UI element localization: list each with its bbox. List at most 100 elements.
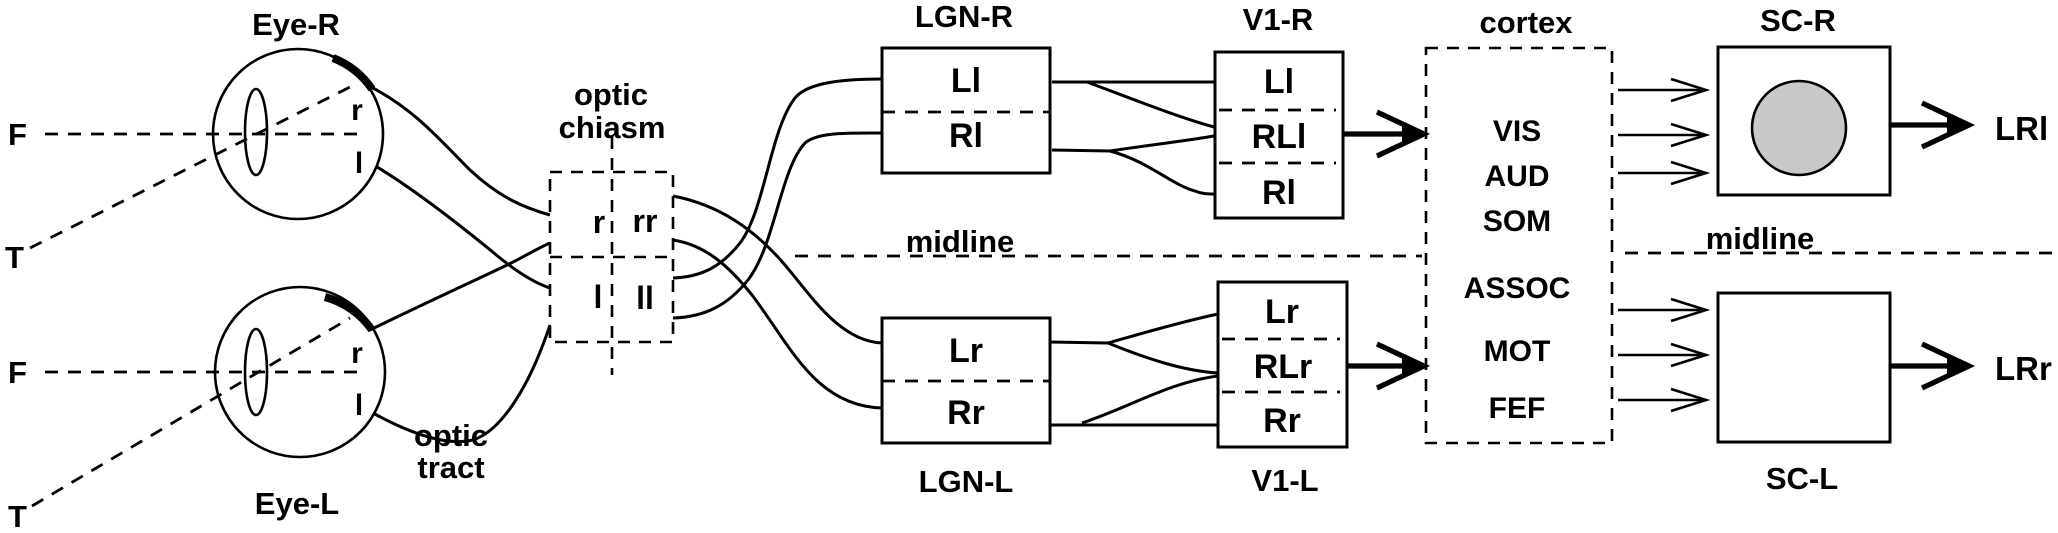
optic-tract-label-line2: tract [417,450,484,485]
fiber-rl-out [1051,148,1111,153]
eye-r-f-label: F [8,117,27,152]
lgnl-to-v1l-fibers [1049,312,1219,427]
sc-r-box [1716,45,1892,197]
chiasm-title-line1: optic [574,77,648,112]
midline-left-label: midline [906,224,1015,259]
eye-l-retina-r-label: r [351,337,363,370]
eye-r-lens [243,87,269,177]
eye-l-t-ray [31,316,351,508]
eye-r-t-label: T [5,240,24,275]
v1-r-group: V1-R Ll RLl Rl [1213,2,1345,220]
eye-l-f-label: F [8,355,27,390]
cortex-area-som: SOM [1483,205,1551,238]
v1-r-title: V1-R [1243,2,1314,37]
eye-l-retina-patch [323,293,376,333]
midline-right-label: midline [1706,221,1815,256]
optic-nerve-fibers [369,85,552,444]
arrow1-head [1670,77,1711,103]
optic-chiasm-group: optic chiasm r rr l ll [548,77,675,375]
eye-r-t-ray [29,84,353,250]
sc-l-output-label: LRr [1995,350,2052,387]
lgn-l-group: Lr Rr LGN-L [880,316,1052,499]
sc-r-group: SC-R LRl [1716,3,2048,197]
cortex-area-fef: FEF [1489,392,1546,425]
chiasm-q-ll: ll [636,280,654,316]
chiasm-q-r: r [593,204,605,240]
eye-r-fiber-temporal [370,85,551,217]
scr-arrow-tip [1947,115,1972,135]
fiber-ll-to-lgnr-ll [672,77,883,280]
cortex-box [1424,46,1614,445]
sc-r-output-label: LRl [1995,110,2048,147]
v1-l-row-rr: Rr [1263,402,1301,440]
v1l-to-cortex-arrow [1347,341,1431,391]
v1-l-row-rlr: RLr [1254,348,1313,386]
midline-left-group: midline [795,224,1422,259]
eye-r-fiber-nasal [376,165,551,290]
arrow6-head [1670,387,1711,413]
cortex-area-aud: AUD [1485,160,1550,193]
v1l-arrow-tip [1402,356,1427,376]
scl-arrow-tip [1947,356,1972,376]
fiber-rl-to-rll [1109,134,1215,153]
fiber-rl-to-rl [1109,149,1215,196]
cortex-area-assoc: ASSOC [1464,272,1571,305]
fiber-lr-to-lr [1107,312,1219,345]
cortex-area-vis: VIS [1493,115,1541,148]
cortex-group: cortex VIS AUD SOM ASSOC MOT FEF [1424,5,1614,445]
fiber-lr-to-rlr [1107,341,1219,375]
lgn-r-group: LGN-R Ll Rl [880,0,1052,175]
eye-l-fiber-nasal [372,324,552,444]
lgn-r-title: LGN-R [915,0,1013,34]
eye-r-retina-r-label: r [351,94,363,127]
arrow5-head [1670,342,1711,368]
eye-l-retina-l-label: l [355,389,363,422]
sc-l-box [1716,291,1892,444]
eye-l-lens [243,327,269,417]
lgn-l-row-lr: Lr [949,332,983,370]
fiber-ll-to-rll [1086,80,1215,129]
fiber-rr-to-lgnl-lr [672,194,883,345]
v1-l-group: Lr RLr Rr V1-L [1216,280,1349,498]
cortex-to-scl-arrows [1618,297,1711,413]
sc-r-title: SC-R [1760,3,1836,38]
sc-l-group: SC-L LRr [1716,291,2052,496]
eye-l-fiber-temporal [369,241,551,332]
v1-r-row-ll: Ll [1264,63,1294,101]
chiasm-q-rr: rr [633,203,658,239]
fiber-rr-to-lgnl-rr [672,238,883,410]
v1-r-row-rl: Rl [1262,174,1296,212]
cortex-area-mot: MOT [1484,335,1551,368]
v1-r-row-rll: RLl [1252,118,1307,156]
fiber-rr-to-rlr [1081,374,1219,425]
arrow3-head [1670,160,1711,186]
eye-r-retina-l-label: l [355,147,363,180]
v1-l-title: V1-L [1251,463,1318,498]
arrow4-head [1670,297,1711,323]
arrow2-head [1670,122,1711,148]
chiasm-q-l: l [594,279,603,315]
fiber-lr-out [1049,340,1109,345]
fiber-ll-to-lgnr-rl [672,131,883,320]
lgn-r-row-ll: Ll [951,62,981,100]
lgn-l-row-rr: Rr [947,394,985,432]
v1-l-row-lr: Lr [1265,293,1299,331]
lgnr-to-v1r-fibers [1051,80,1215,196]
optic-tract-label-line1: optic [414,418,488,453]
optic-tract-label: optic tract [414,418,488,485]
midline-right-group: midline [1625,221,2058,256]
eye-r-retina-patch [331,54,376,92]
sc-l-title: SC-L [1766,461,1838,496]
sc-r-activity-circle [1750,79,1848,177]
eye-r-title: Eye-R [252,7,340,42]
eye-r-group: Eye-R F T r l [5,7,385,275]
eye-l-group: Eye-L F T r l [8,285,387,533]
chiasm-to-lgn-fibers [672,77,883,410]
eye-l-title: Eye-L [255,486,339,521]
cortex-title: cortex [1479,5,1573,40]
eye-l-t-label: T [8,499,27,533]
lgn-r-box [880,46,1052,175]
lgn-r-row-rl: Rl [949,117,983,155]
